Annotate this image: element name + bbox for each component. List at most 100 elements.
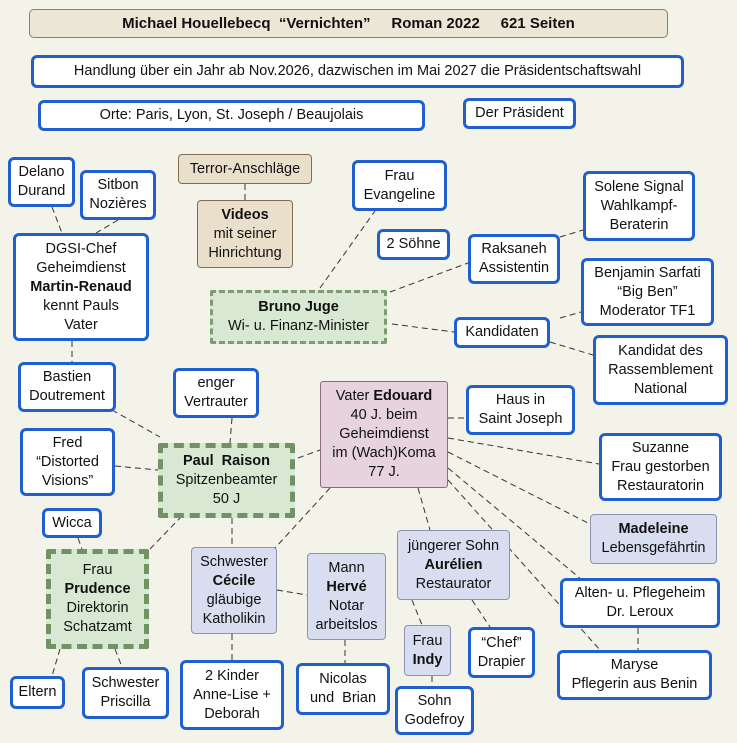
plot-text: Handlung über ein Jahr ab Nov.2026, dazw… — [73, 63, 642, 79]
label: Katholikin — [202, 610, 266, 627]
label: 2 Söhne — [386, 236, 441, 252]
connector-line — [95, 219, 119, 234]
book-title: “Vernichten” — [278, 15, 371, 32]
label: Geheimdienst — [36, 259, 126, 276]
connector-line — [51, 648, 61, 677]
label: Aurélien — [424, 556, 483, 573]
label: Hervé — [326, 578, 367, 595]
label: Priscilla — [100, 694, 151, 710]
label: Vertrauter — [184, 394, 248, 410]
label: 2 Kinder — [204, 667, 259, 684]
label: Prudence — [64, 581, 131, 597]
label: Frau gestorben — [611, 458, 710, 475]
label: Bastien — [42, 369, 92, 385]
connector-line — [559, 229, 584, 238]
label: Nicolas — [319, 671, 367, 687]
label: Eltern — [18, 684, 57, 700]
label: Videos — [221, 206, 269, 223]
node-terror: Terror-Anschläge — [178, 154, 312, 184]
plot-box: Handlung über ein Jahr ab Nov.2026, dazw… — [31, 55, 684, 88]
connector-line — [51, 206, 63, 234]
label: Lebensgefährtin — [601, 540, 706, 556]
node-nicolas: Nicolas und Brian — [296, 663, 390, 715]
label: Pflegerin aus Benin — [571, 676, 698, 692]
label: Solene Signal — [594, 178, 684, 195]
label: DGSI-Chef — [45, 240, 117, 257]
connector-line — [319, 210, 376, 289]
label: Haus in — [495, 392, 546, 408]
connector-line — [417, 487, 431, 531]
label: gläubige — [206, 591, 262, 608]
label: “Distorted — [36, 453, 99, 470]
label: 77 J. — [368, 464, 400, 480]
label: Godefroy — [404, 711, 465, 728]
label: Alten- u. Pflegeheim — [574, 585, 706, 601]
label: Doutrement — [29, 388, 105, 404]
label: Raksaneh — [481, 241, 547, 257]
node-chef: “Chef”Drapier — [468, 627, 535, 678]
label: Sohn — [417, 692, 452, 709]
label: im (Wach)Koma — [332, 445, 436, 461]
label: Vater Edouard — [335, 388, 433, 404]
node-wicca: Wicca — [42, 508, 102, 538]
connector-line — [471, 599, 491, 628]
node-benjamin: Benjamin Sarfati“Big Ben” Moderator TF1 — [581, 258, 714, 326]
label: kennt Pauls — [43, 297, 119, 314]
connector-line — [149, 517, 181, 550]
label: Paul Raison — [182, 453, 271, 469]
label: mit seiner — [213, 225, 277, 242]
label: Hinrichtung — [208, 244, 282, 261]
label: Schwester — [200, 553, 268, 570]
places-text: Orte: Paris, Lyon, St. Joseph / Beaujola… — [99, 107, 364, 123]
label: Notar — [328, 597, 365, 614]
label: Restauratorin — [616, 477, 705, 494]
label: Beraterin — [609, 216, 669, 233]
label: und Brian — [309, 690, 377, 706]
connector-line — [447, 437, 600, 465]
title-bar: Michael Houellebecq “Vernichten” Roman 2… — [29, 9, 668, 38]
label: Restaurator — [415, 575, 492, 592]
label: 50 J — [212, 491, 241, 507]
node-eltern: Eltern — [10, 676, 65, 709]
label: Anne-Lise + — [193, 686, 271, 703]
label: Dr. Leroux — [606, 604, 674, 620]
label: Moderator TF1 — [599, 302, 696, 319]
connector-line — [559, 311, 582, 319]
label: Suzanne — [631, 439, 690, 456]
label: Kandidaten — [465, 324, 539, 340]
label: National — [633, 380, 688, 397]
node-videos: Videos mit seiner Hinrichtung — [197, 200, 293, 268]
label: Wicca — [52, 514, 92, 531]
author: Michael Houellebecq — [122, 15, 271, 32]
label: Maryse — [610, 657, 659, 673]
node-kandidaten: Kandidaten — [454, 317, 550, 348]
label: Delano — [18, 164, 65, 180]
label: 40 J. beim — [350, 407, 418, 423]
label: Deborah — [204, 705, 260, 722]
node-fred: Fred“Distorted Visions” — [20, 428, 115, 496]
label: Nozières — [89, 196, 147, 212]
connector-line — [297, 449, 321, 459]
label: Schatzamt — [63, 619, 132, 635]
label: Martin-Renaud — [30, 278, 132, 295]
label: Visions” — [41, 472, 94, 489]
label: Frau — [82, 562, 113, 578]
